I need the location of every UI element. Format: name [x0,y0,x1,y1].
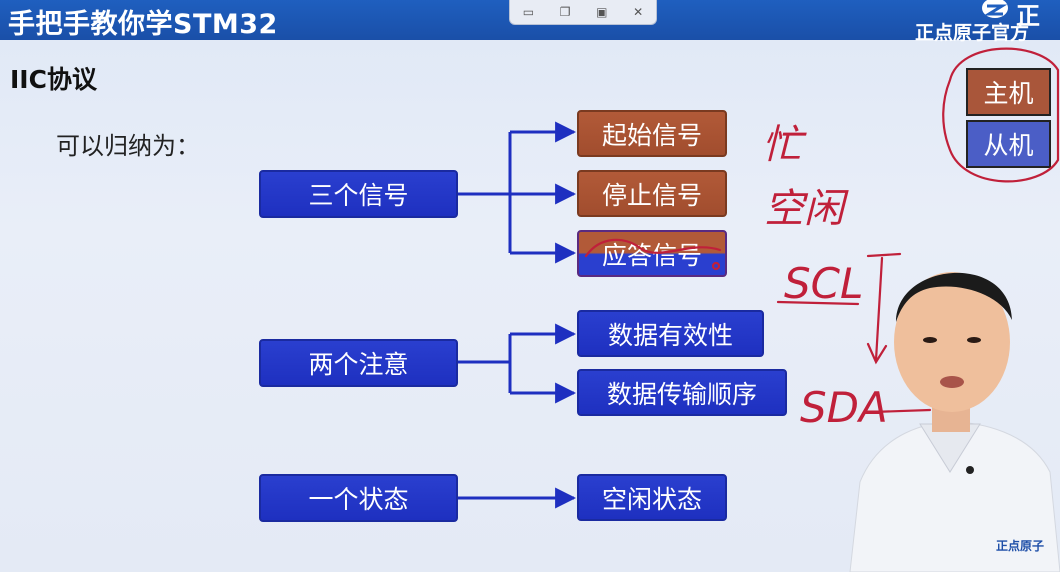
restore-icon[interactable]: ▭ [522,5,535,19]
sda-line-mark [870,408,932,414]
item-data-validity: 数据有效性 [577,310,764,357]
brand-text: 正点原子官方 [915,22,1030,44]
group-two-notes: 两个注意 [259,339,458,387]
copy-icon[interactable]: ❐ [559,5,571,19]
save-icon[interactable]: ▣ [596,5,608,19]
item-start-signal: 起始信号 [577,110,727,157]
scl-clock-mark [866,252,902,365]
item-ack-signal: 应答信号 [577,230,727,277]
handwriting-busy: 忙 [762,122,807,168]
brand-logo-icon [982,0,1008,18]
item-stop-signal: 停止信号 [577,170,727,217]
legend-circle-mark [942,47,1060,183]
shirt-logo: 正点原子 [996,538,1044,553]
group-three-signals: 三个信号 [259,170,458,218]
brand-mark: 正 [1016,2,1040,30]
presenter-hair [896,272,1012,322]
handwriting-sda: SDA [800,383,888,432]
course-title: 手把手教你学STM32 [8,9,278,40]
ack-dot-mark [711,261,721,271]
group-one-state: 一个状态 [259,474,458,522]
legend-master: 主机 [966,68,1051,116]
header-bar: 手把手教你学STM32 ▭ ❐ ▣ ✕ 正 正点原子官方 [0,0,1060,44]
close-icon[interactable]: ✕ [633,5,644,19]
presenter-video: 正点原子 [849,272,1060,572]
item-transfer-order: 数据传输顺序 [577,369,787,416]
slide-title: IIC协议 [10,65,97,94]
floating-toolbar: ▭ ❐ ▣ ✕ [509,0,657,25]
scl-underline-mark [776,300,860,306]
legend-slave: 从机 [966,120,1051,168]
lapel-mic-icon [966,466,974,474]
ack-wave-mark [584,238,722,258]
handwriting-idle: 空闲 [764,186,849,232]
presenter-head [894,272,1010,412]
handwriting-scl: SCL [784,259,863,308]
item-idle-state: 空闲状态 [577,474,727,521]
summary-text: 可以归纳为： [56,132,200,160]
